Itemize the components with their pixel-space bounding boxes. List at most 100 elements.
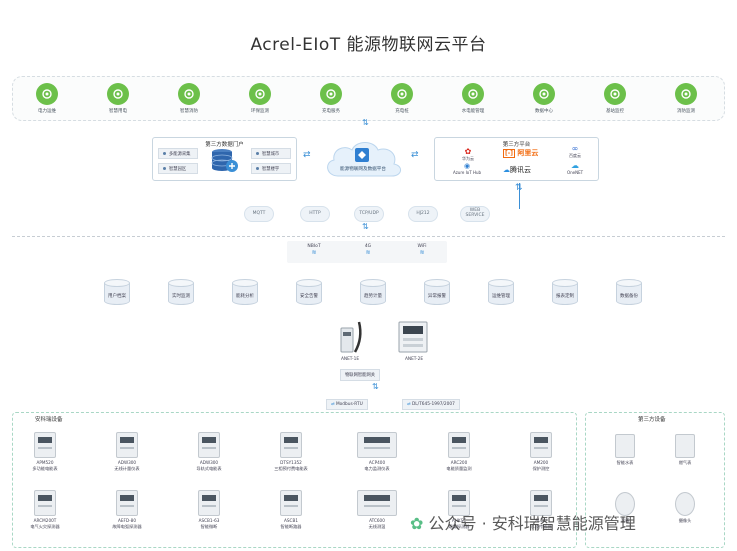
portal-item: 智慧园区: [158, 163, 198, 174]
onenet-icon: ☁: [571, 161, 579, 170]
wifi-icon: ≋: [419, 249, 425, 256]
third-party-devices-title: 第三方设备: [638, 417, 666, 423]
protection-icon: [530, 432, 552, 458]
azure-icon: ◉: [463, 162, 471, 170]
diagram-title: Acrel-EIoT 能源物联网云平台: [250, 35, 487, 55]
device-label: 温感: [620, 518, 630, 523]
tencent-cloud: ☁腾讯云: [503, 166, 531, 174]
functions-row: 用户档案实时监测能耗分析安全告警趋势计量异常报警运维管理报表定制数据备份: [100, 279, 642, 311]
base-station-icon: [604, 83, 626, 105]
din-meter-icon: [198, 432, 220, 458]
function-cylinder: 用户档案: [104, 279, 130, 307]
fire-monitor-icon: [675, 83, 697, 105]
function-label: 能耗分析: [236, 294, 254, 299]
arrow-icon: ⇄: [407, 402, 412, 407]
baidu-cloud: ∞ 百度云: [560, 144, 590, 159]
baidu-icon: ∞: [571, 144, 579, 153]
prepaid-meter-icon: [280, 432, 302, 458]
portal-item: 智慧楼宇: [251, 163, 291, 174]
portal-item: 智慧城市: [251, 148, 291, 159]
arrow-left-right-icon: ⇄: [303, 150, 311, 160]
bullet-icon: [256, 152, 259, 155]
network-wifi: WiFi≋: [407, 244, 437, 256]
app-label: 充电服务: [322, 109, 340, 114]
signal-icon: ≋: [365, 249, 371, 256]
fire-detector-icon: [34, 490, 56, 516]
portal-item: 多能源采集: [158, 148, 198, 159]
app-label: 智慧消防: [180, 109, 198, 114]
device-desc: 电力监测仪表: [364, 466, 390, 471]
app-label: 智慧用电: [109, 109, 127, 114]
onenet: ☁ OneNET: [560, 161, 590, 175]
device-model: DTSY1352: [280, 460, 302, 465]
gateway-label: ANET-1E: [340, 357, 360, 362]
arc-detector-icon: [116, 490, 138, 516]
app-label: 数据中心: [535, 109, 553, 114]
monitor-icon: [357, 432, 397, 458]
function-label: 数据备份: [620, 294, 638, 299]
function-cylinder: 运维管理: [488, 279, 514, 307]
app-item: 水电能管理: [445, 83, 501, 114]
cloud-label: 能源物联网及数据平台: [340, 167, 386, 172]
function-label: 实时监测: [172, 294, 190, 299]
device-model: ATC600: [369, 518, 385, 523]
protocol-cloud: TCP/UDP: [354, 206, 384, 222]
smoke-icon: [448, 490, 470, 516]
cloud-platform: 能源物联网及数据平台: [322, 136, 404, 180]
gateway-antenna-icon: [340, 321, 362, 353]
device-desc: 电能质量监测: [446, 466, 472, 471]
protocol-cloud: HJ212: [408, 206, 438, 222]
water-meter-icon: [615, 434, 635, 458]
data-center-icon: [533, 83, 555, 105]
device-desc: 三相预付费电能表: [274, 466, 308, 471]
protocol-cloud: MQTT: [244, 206, 274, 222]
breaker2-icon: [280, 490, 302, 516]
app-item: 智慧用电: [90, 83, 146, 114]
water-sensor-icon: [530, 490, 552, 516]
app-label: 水电能管理: [461, 109, 485, 114]
arrow-up-down-icon: ⇅: [372, 382, 379, 391]
function-label: 趋势计量: [364, 294, 382, 299]
watermark: ✿ 公众号 · 安科瑞智慧能源管理: [410, 514, 636, 533]
device-model: AEFD-80: [118, 518, 136, 523]
device-desc: 无线测温: [368, 524, 386, 529]
water-power-icon: [462, 83, 484, 105]
third-party-device: 摄像头: [667, 492, 703, 524]
third-party-portal-title: 第三方数据门户: [205, 142, 244, 148]
divider-line: [12, 236, 725, 237]
gateway-antenna: [333, 318, 367, 358]
fire-icon: [178, 83, 200, 105]
app-label: 环保监测: [251, 109, 269, 114]
gas-meter-icon: [675, 434, 695, 458]
aliyun-icon: [-]: [503, 149, 515, 158]
device-desc: 无线计量仪表: [114, 466, 140, 471]
huawei-cloud: ✿ 华为云: [453, 147, 483, 162]
protocol-cloud: HTTP: [300, 206, 330, 222]
bus-protocol: ⇄ DL/T645-1997/2007: [402, 399, 460, 410]
gateway-label: ANET-2E: [404, 357, 424, 362]
gateway-box-icon: [398, 321, 428, 353]
device-desc: 故障电弧探测器: [112, 524, 142, 529]
app-label: 电力运维: [38, 109, 56, 114]
device-model: APM520: [36, 460, 54, 465]
third-party-platform-panel: 第三方平台 ✿ 华为云 [-] 阿里云 ◉ Azure IoT Hub ☁腾讯云…: [434, 137, 599, 181]
function-cylinder: 安全告警: [296, 279, 322, 307]
aliyun-logo: [-] 阿里云: [503, 149, 539, 158]
function-cylinder: 实时监测: [168, 279, 194, 307]
connector-line: [519, 183, 520, 209]
app-item: 充电服务: [303, 83, 359, 114]
breaker-icon: [198, 490, 220, 516]
function-cylinder: 异常报警: [424, 279, 450, 307]
app-item: 智慧消防: [161, 83, 217, 114]
arrow-icon: ⇄: [331, 402, 336, 407]
